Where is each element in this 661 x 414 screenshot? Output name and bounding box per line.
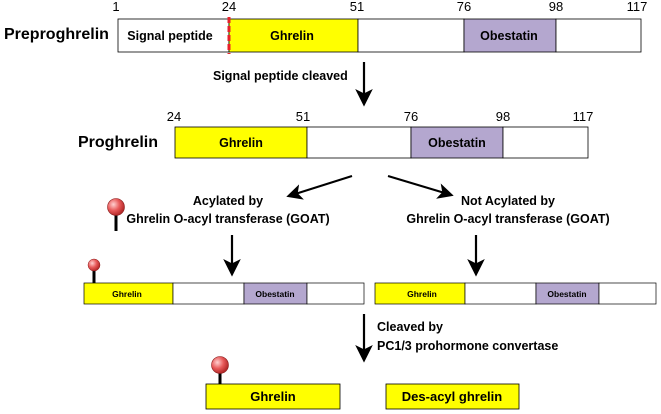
proghrelin-title: Proghrelin bbox=[78, 134, 158, 151]
cleaved-by-label: Cleaved by bbox=[377, 320, 443, 334]
ghrelin-label: Ghrelin bbox=[407, 289, 437, 299]
ghrelin-label: Ghrelin bbox=[219, 136, 263, 150]
arrow-down-left-icon bbox=[286, 175, 353, 200]
obestatin-segment bbox=[463, 18, 557, 53]
obestatin-label: Obestatin bbox=[428, 136, 486, 150]
ghrelin-label: Ghrelin bbox=[112, 289, 142, 299]
position-label-24: 24 bbox=[222, 0, 236, 14]
acyl-group-icon bbox=[107, 198, 125, 216]
proghrelin-group: Proghrelin 24 51 76 98 117 Ghrelin Obest… bbox=[78, 109, 594, 159]
position-label-51: 51 bbox=[350, 0, 364, 14]
acyl-proghrelin-group: Ghrelin Obestatin bbox=[83, 258, 365, 305]
position-label-1: 1 bbox=[112, 0, 119, 14]
des-acyl-ghrelin-box bbox=[385, 383, 520, 410]
c-terminal-segment bbox=[555, 18, 642, 53]
spacer-segment bbox=[464, 282, 537, 305]
acylated-label: Acylated by bbox=[193, 194, 263, 208]
position-label-76: 76 bbox=[404, 109, 418, 124]
position-label-24: 24 bbox=[167, 109, 181, 124]
convertase-label: PC1/3 prohormone convertase bbox=[377, 339, 558, 353]
obestatin-segment bbox=[410, 126, 504, 159]
position-label-117: 117 bbox=[573, 109, 594, 124]
c-terminal-segment bbox=[598, 282, 657, 305]
position-label-117: 117 bbox=[627, 0, 648, 14]
goat-label-left: Ghrelin O-acyl transferase (GOAT) bbox=[126, 212, 329, 226]
c-terminal-segment bbox=[502, 126, 589, 159]
spacer-segment bbox=[306, 126, 412, 159]
position-label-76: 76 bbox=[457, 0, 471, 14]
obestatin-label: Obestatin bbox=[480, 29, 538, 43]
acyl-ghrelin-box bbox=[205, 383, 341, 410]
spacer-segment bbox=[172, 282, 245, 305]
spacer-segment bbox=[357, 18, 465, 53]
goat-label-right: Ghrelin O-acyl transferase (GOAT) bbox=[406, 212, 609, 226]
preproghrelin-title: Preproghrelin bbox=[4, 26, 109, 43]
des-acyl-proghrelin-group: Ghrelin Obestatin bbox=[374, 282, 657, 305]
position-label-98: 98 bbox=[496, 109, 510, 124]
signal-peptide-cleaved-label: Signal peptide cleaved bbox=[213, 69, 348, 83]
obestatin-label: Obestatin bbox=[547, 289, 586, 299]
position-label-98: 98 bbox=[549, 0, 563, 14]
acyl-ghrelin-product: Ghrelin bbox=[205, 356, 341, 410]
des-acyl-ghrelin-product: Des-acyl ghrelin bbox=[385, 383, 520, 410]
des-acyl-ghrelin-label: Des-acyl ghrelin bbox=[402, 389, 502, 404]
ghrelin-segment bbox=[228, 18, 359, 53]
acyl-group-icon bbox=[211, 356, 229, 374]
position-label-51: 51 bbox=[296, 109, 310, 124]
not-acylated-label: Not Acylated by bbox=[461, 194, 555, 208]
acyl-group-icon bbox=[87, 258, 101, 272]
arrow-down-right-icon bbox=[387, 175, 454, 199]
acyl-ghrelin-label: Ghrelin bbox=[250, 389, 296, 404]
obestatin-label: Obestatin bbox=[255, 289, 294, 299]
ghrelin-label: Ghrelin bbox=[270, 29, 314, 43]
c-terminal-segment bbox=[306, 282, 365, 305]
signal-peptide-segment bbox=[117, 18, 230, 53]
preproghrelin-group: Preproghrelin 1 24 51 76 98 117 Signal p… bbox=[4, 0, 647, 54]
signal-peptide-label: Signal peptide bbox=[127, 29, 212, 43]
